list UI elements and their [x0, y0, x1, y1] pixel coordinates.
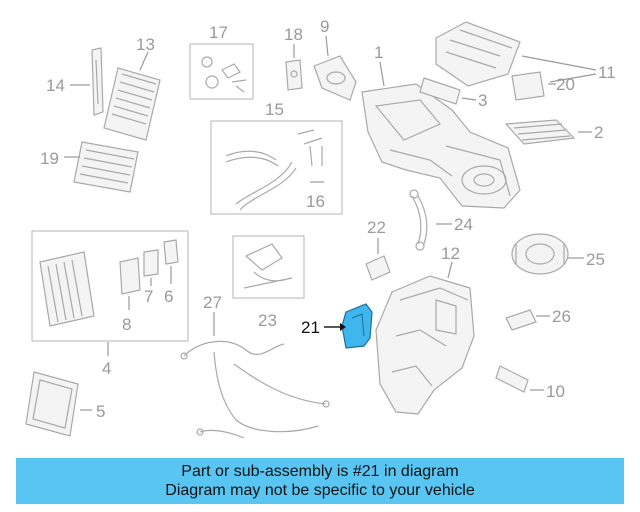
part-25-blower-motor	[511, 233, 569, 275]
callout-17: 17	[209, 23, 228, 42]
callout-21: 21	[301, 318, 320, 337]
part-19-evaporator	[73, 141, 139, 193]
callout-5: 5	[96, 402, 105, 421]
part-5-frame	[25, 371, 79, 437]
callout-1: 1	[374, 43, 383, 62]
callout-16: 16	[306, 192, 325, 211]
part-1-hvac-housing	[361, 83, 521, 209]
callout-10: 10	[546, 382, 565, 401]
info-banner: Part or sub-assembly is #21 in diagram D…	[16, 458, 624, 504]
callout-4: 4	[102, 359, 111, 378]
group-box-4	[31, 230, 189, 342]
part-14-bracket	[91, 47, 104, 116]
part-13-heater-core	[103, 67, 161, 141]
part-8-module	[119, 257, 141, 295]
callout-26: 26	[552, 307, 571, 326]
part-27-wire-harness	[180, 340, 330, 439]
banner-line-2: Diagram may not be specific to your vehi…	[165, 482, 475, 499]
part-12-lower-housing	[375, 275, 475, 415]
part-3-actuator	[419, 77, 461, 105]
callout-19: 19	[40, 149, 59, 168]
part-21-air-duct	[341, 303, 373, 349]
group-box-17	[189, 43, 254, 100]
callout-9: 9	[320, 17, 329, 36]
part-11-upper-assembly	[435, 21, 521, 87]
part-15-pipes	[225, 150, 297, 211]
callout-15: 15	[265, 100, 284, 119]
callout-27: 27	[203, 293, 222, 312]
part-18-bracket	[285, 59, 303, 91]
part-6-sensor	[163, 239, 179, 265]
callout-11: 11	[598, 63, 616, 82]
part-2-cabin-filter	[504, 119, 576, 145]
group-box-15-16	[210, 120, 343, 215]
callout-12: 12	[441, 244, 460, 263]
callout-24: 24	[454, 215, 473, 234]
part-24-hose	[409, 189, 428, 251]
part-10-sensor	[495, 365, 529, 393]
callout-18: 18	[284, 25, 303, 44]
parts-diagram: 13 14 19 17 18 9 15 16	[25, 17, 616, 439]
part-17-fasteners	[201, 56, 247, 93]
callout-22: 22	[367, 218, 386, 237]
callout-8: 8	[122, 315, 131, 334]
part-9-gasket	[313, 55, 357, 101]
part-16-clips	[297, 129, 323, 167]
callout-23: 23	[258, 311, 277, 330]
callout-13: 13	[136, 35, 155, 54]
group-box-23	[232, 235, 305, 299]
part-7-connector	[143, 249, 159, 277]
part-23-wiring	[243, 243, 293, 289]
callout-6: 6	[164, 287, 173, 306]
banner-line-1: Part or sub-assembly is #21 in diagram	[181, 463, 459, 480]
callout-2: 2	[594, 123, 603, 142]
callout-25: 25	[586, 250, 605, 269]
part-26-flap	[505, 309, 537, 331]
callout-20: 20	[556, 75, 575, 94]
part-4-heater-assembly	[39, 251, 95, 327]
callout-14: 14	[46, 76, 65, 95]
part-20-sensor	[511, 71, 545, 101]
part-22-component	[365, 255, 391, 281]
callout-7: 7	[144, 287, 153, 306]
callout-3: 3	[478, 91, 487, 110]
